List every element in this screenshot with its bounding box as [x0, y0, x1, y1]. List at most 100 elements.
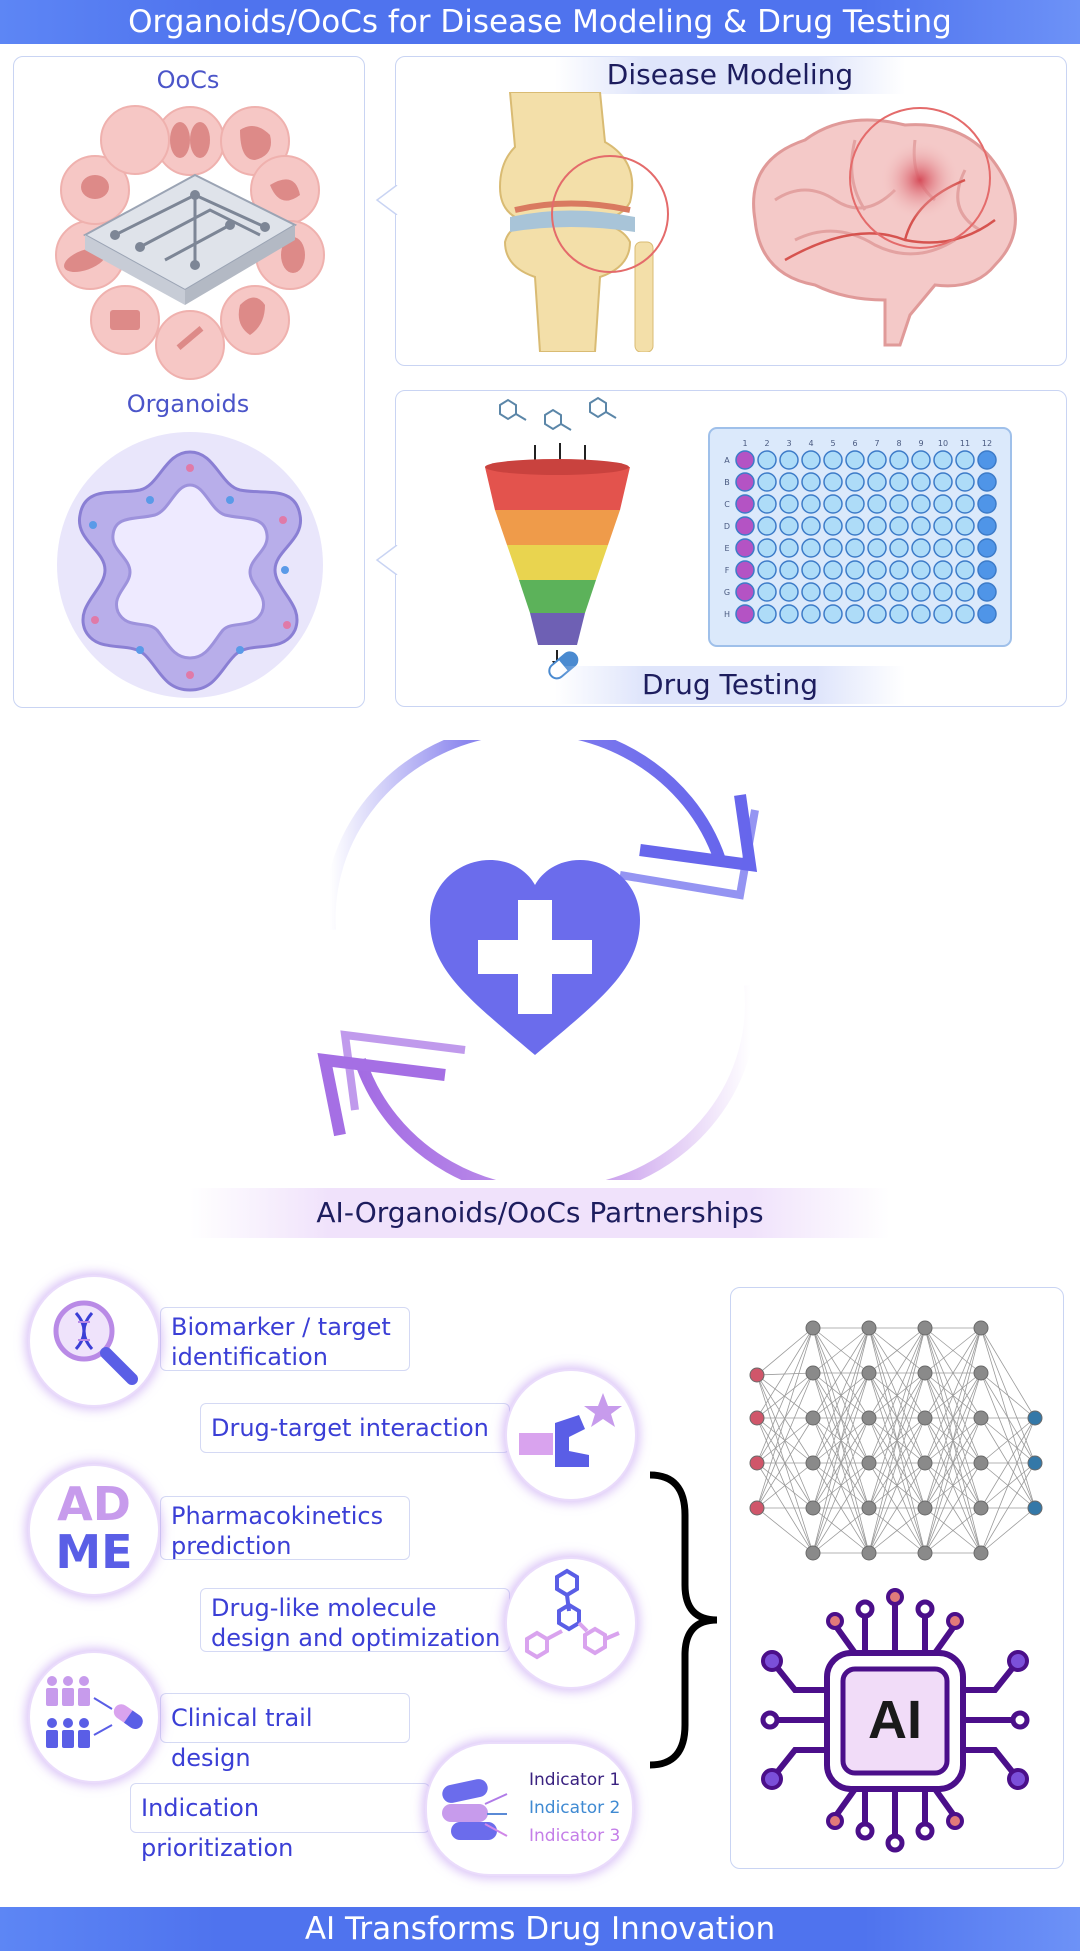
biomarker-icon-circle — [28, 1275, 160, 1407]
drug-target-item: Drug-target interaction — [200, 1403, 510, 1453]
drug-target-label: Drug-target interaction — [211, 1414, 489, 1442]
plate-well — [955, 494, 975, 514]
organoids-label: Organoids — [126, 390, 250, 418]
screening-funnel-illustration — [485, 396, 630, 670]
plate-well — [867, 538, 887, 558]
receptor-binding-icon — [519, 1393, 622, 1467]
plate-well — [845, 516, 865, 536]
plate-well — [977, 560, 997, 580]
pk-label-line2: prediction — [171, 1532, 292, 1560]
brain-illustration — [752, 107, 1017, 347]
indicator-1: Indicator 1 — [529, 1770, 621, 1790]
organoid-illustration — [57, 432, 323, 698]
plate-well — [889, 494, 909, 514]
curly-brace — [649, 1471, 718, 1769]
header-banner: Organoids/OoCs for Disease Modeling & Dr… — [0, 0, 1080, 44]
plate-well — [867, 560, 887, 580]
callout-pointer — [375, 185, 398, 215]
plate-well — [779, 494, 799, 514]
network-node — [749, 1500, 765, 1516]
clinical-label: Clinical trail design — [171, 1704, 313, 1772]
plate-well — [823, 560, 843, 580]
plate-well — [911, 450, 931, 470]
plate-well — [823, 538, 843, 558]
plate-col-label: 4 — [808, 439, 813, 448]
network-node — [805, 1500, 821, 1516]
plate-well — [801, 604, 821, 624]
network-node — [749, 1455, 765, 1471]
molecule-design-item: Drug-like molecule design and optimizati… — [200, 1588, 510, 1652]
plate-well — [735, 516, 755, 536]
plate-row-label: C — [724, 500, 730, 509]
plate-row-label: D — [724, 522, 730, 531]
heart-cross-icon — [430, 860, 640, 1055]
network-node — [861, 1410, 877, 1426]
plate-well — [955, 560, 975, 580]
network-node — [1027, 1500, 1043, 1516]
plate-well — [757, 516, 777, 536]
plate-well — [867, 582, 887, 602]
plate-col-label: 5 — [830, 439, 835, 448]
plate-well — [735, 450, 755, 470]
plate-well — [911, 472, 931, 492]
plate-well — [823, 494, 843, 514]
plate-well — [977, 450, 997, 470]
design-label-line2: design and optimization — [211, 1624, 499, 1652]
plate-well — [823, 472, 843, 492]
plate-well — [867, 604, 887, 624]
pharmacokinetics-item: Pharmacokinetics prediction — [160, 1496, 410, 1560]
indicator-3: Indicator 3 — [529, 1826, 621, 1846]
plate-well — [955, 538, 975, 558]
plate-well — [823, 516, 843, 536]
patients-pill-icon — [46, 1676, 143, 1748]
network-node — [917, 1365, 933, 1381]
plate-well — [757, 450, 777, 470]
drug-testing-label: Drug Testing — [555, 666, 905, 704]
plate-well — [889, 472, 909, 492]
plate-row-label: B — [724, 478, 730, 487]
plate-well — [933, 450, 953, 470]
plate-well — [977, 494, 997, 514]
plate-well — [757, 604, 777, 624]
plate-col-label: 12 — [982, 439, 992, 448]
network-node — [917, 1500, 933, 1516]
ai-chip-icon: AI — [760, 1588, 1030, 1853]
plate-well — [933, 516, 953, 536]
plate-well — [735, 472, 755, 492]
plate-col-label: 10 — [938, 439, 948, 448]
plate-well — [933, 538, 953, 558]
plate-well — [911, 516, 931, 536]
plate-well — [867, 472, 887, 492]
plate-col-label: 6 — [852, 439, 857, 448]
plate-well — [735, 494, 755, 514]
drug-target-icon-circle — [505, 1369, 637, 1501]
plate-well — [757, 538, 777, 558]
plate-well — [977, 582, 997, 602]
plate-well — [801, 472, 821, 492]
plate-well — [911, 582, 931, 602]
indicator-2: Indicator 2 — [529, 1798, 621, 1818]
network-node — [973, 1365, 989, 1381]
network-node — [861, 1545, 877, 1561]
magnifier-dna-icon — [53, 1300, 138, 1385]
plate-well — [779, 450, 799, 470]
plate-well — [801, 582, 821, 602]
footer-title: AI Transforms Drug Innovation — [304, 1911, 776, 1947]
plate-well — [889, 516, 909, 536]
network-node — [973, 1320, 989, 1336]
network-node — [805, 1410, 821, 1426]
plate-well — [933, 472, 953, 492]
network-node — [805, 1545, 821, 1561]
network-node — [749, 1410, 765, 1426]
network-node — [973, 1545, 989, 1561]
plate-col-label: 2 — [764, 439, 769, 448]
adme-top: AD — [57, 1477, 131, 1531]
neural-network-diagram — [749, 1320, 1043, 1561]
molecule-icon-circle — [505, 1557, 637, 1689]
plate-well — [955, 604, 975, 624]
network-node — [917, 1410, 933, 1426]
plate-well — [779, 560, 799, 580]
plate-well — [801, 538, 821, 558]
plate-well — [779, 472, 799, 492]
